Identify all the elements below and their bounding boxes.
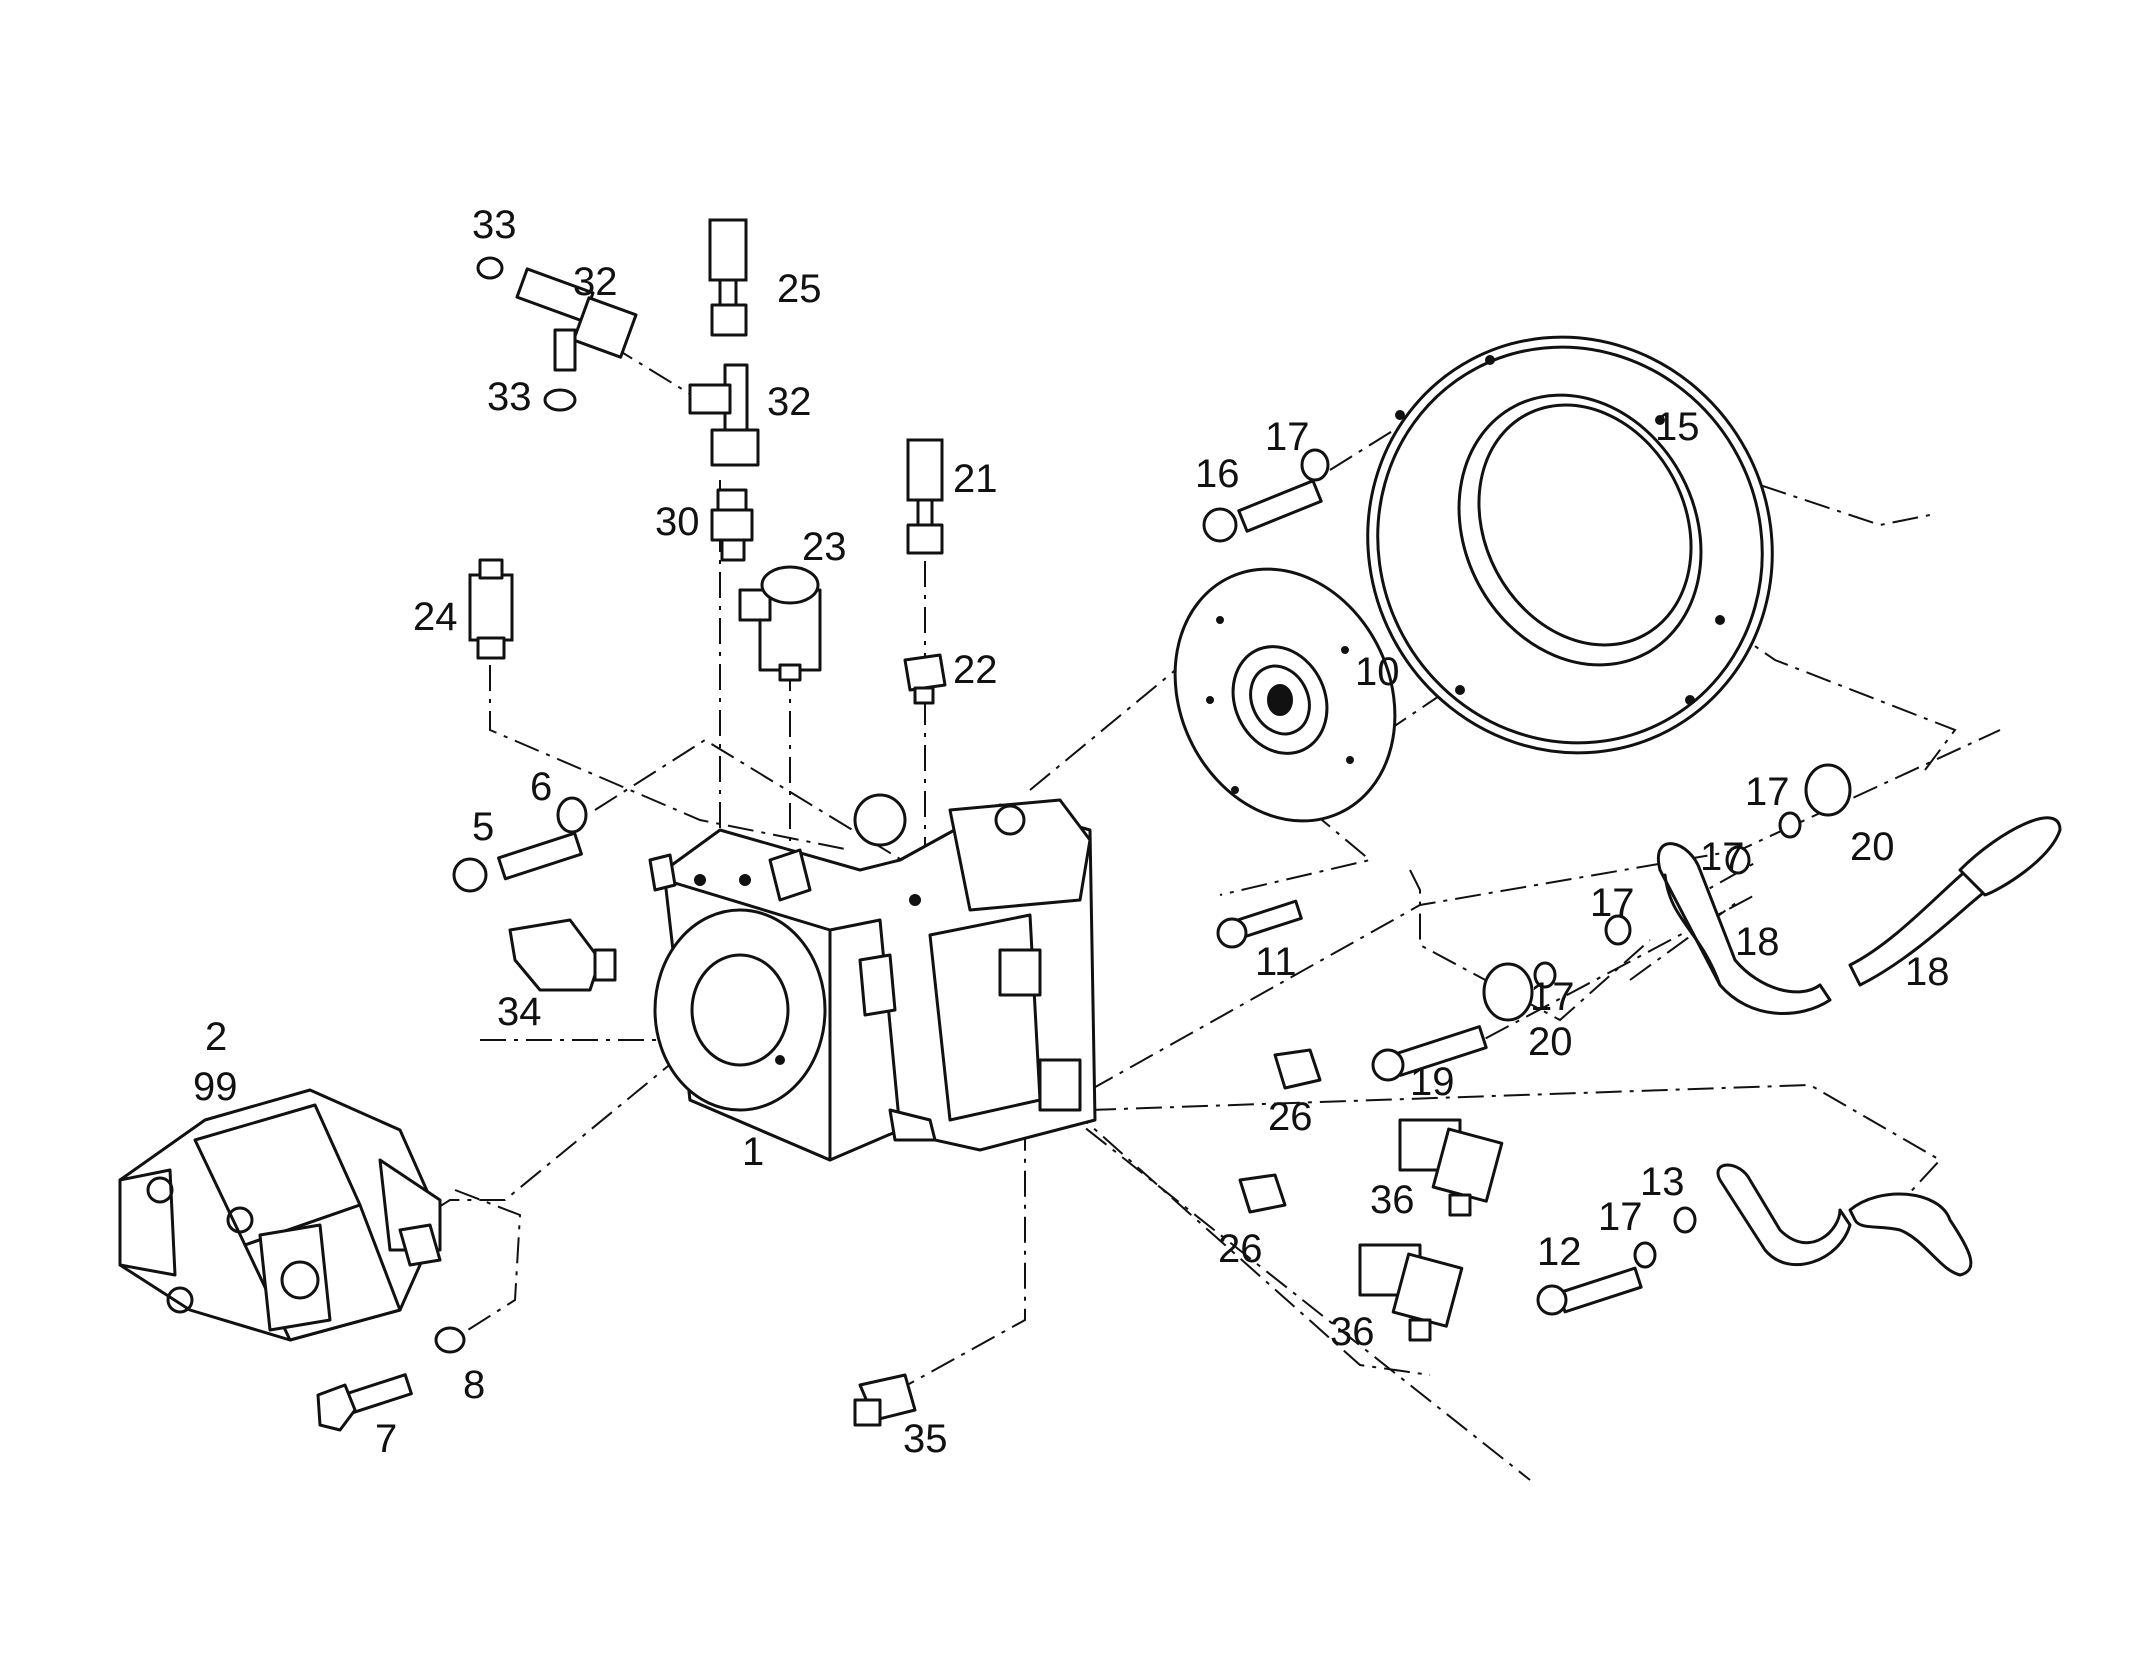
label-part-18-b: 18 <box>1905 950 1950 994</box>
label-part-1: 1 <box>742 1130 764 1174</box>
label-part-13: 13 <box>1640 1160 1685 1204</box>
label-part-17-f: 17 <box>1598 1195 1643 1239</box>
ground-cables <box>1656 816 2062 1277</box>
label-part-32-a: 32 <box>573 260 618 304</box>
label-part-17-e: 17 <box>1745 770 1790 814</box>
label-part-17-a: 17 <box>1265 415 1310 459</box>
label-part-15: 15 <box>1655 405 1700 449</box>
label-part-7: 7 <box>375 1417 397 1461</box>
label-part-32-b: 32 <box>767 380 812 424</box>
label-part-30: 30 <box>655 500 700 544</box>
label-part-99: 99 <box>193 1065 238 1109</box>
label-part-6: 6 <box>530 765 552 809</box>
label-part-20-a: 20 <box>1528 1020 1573 1064</box>
flex-plate <box>1173 567 1397 823</box>
label-part-20-b: 20 <box>1850 825 1895 869</box>
label-part-36-a: 36 <box>1370 1178 1415 1222</box>
label-part-33-b: 33 <box>487 375 532 419</box>
label-part-17-d: 17 <box>1700 835 1745 879</box>
label-part-23: 23 <box>802 525 847 569</box>
label-part-21: 21 <box>953 457 998 501</box>
label-part-16: 16 <box>1195 452 1240 496</box>
part-labels: 1 2 99 5 6 7 8 10 11 12 13 15 16 17 17 1… <box>193 203 1950 1461</box>
label-part-17-b: 17 <box>1590 881 1635 925</box>
gear-pump <box>118 1088 442 1342</box>
label-part-36-b: 36 <box>1330 1310 1375 1354</box>
label-part-35: 35 <box>903 1417 948 1461</box>
label-part-19: 19 <box>1410 1060 1455 1104</box>
main-pump-body <box>648 793 1097 1162</box>
label-part-2: 2 <box>205 1015 227 1059</box>
bell-housing <box>1366 335 1774 755</box>
label-part-33-a: 33 <box>472 203 517 247</box>
label-part-26-b: 26 <box>1218 1227 1263 1271</box>
label-part-12: 12 <box>1537 1230 1582 1274</box>
label-part-26-a: 26 <box>1268 1095 1313 1139</box>
label-part-11: 11 <box>1255 940 1297 984</box>
label-part-18-a: 18 <box>1735 920 1780 964</box>
label-part-24: 24 <box>413 595 458 639</box>
label-part-34: 34 <box>497 990 542 1034</box>
fittings <box>316 218 1852 1432</box>
label-part-22: 22 <box>953 648 998 692</box>
label-part-10: 10 <box>1355 650 1400 694</box>
label-part-5: 5 <box>472 805 494 849</box>
label-part-25: 25 <box>777 267 822 311</box>
label-part-8: 8 <box>463 1363 485 1407</box>
label-part-17-c: 17 <box>1530 975 1575 1019</box>
